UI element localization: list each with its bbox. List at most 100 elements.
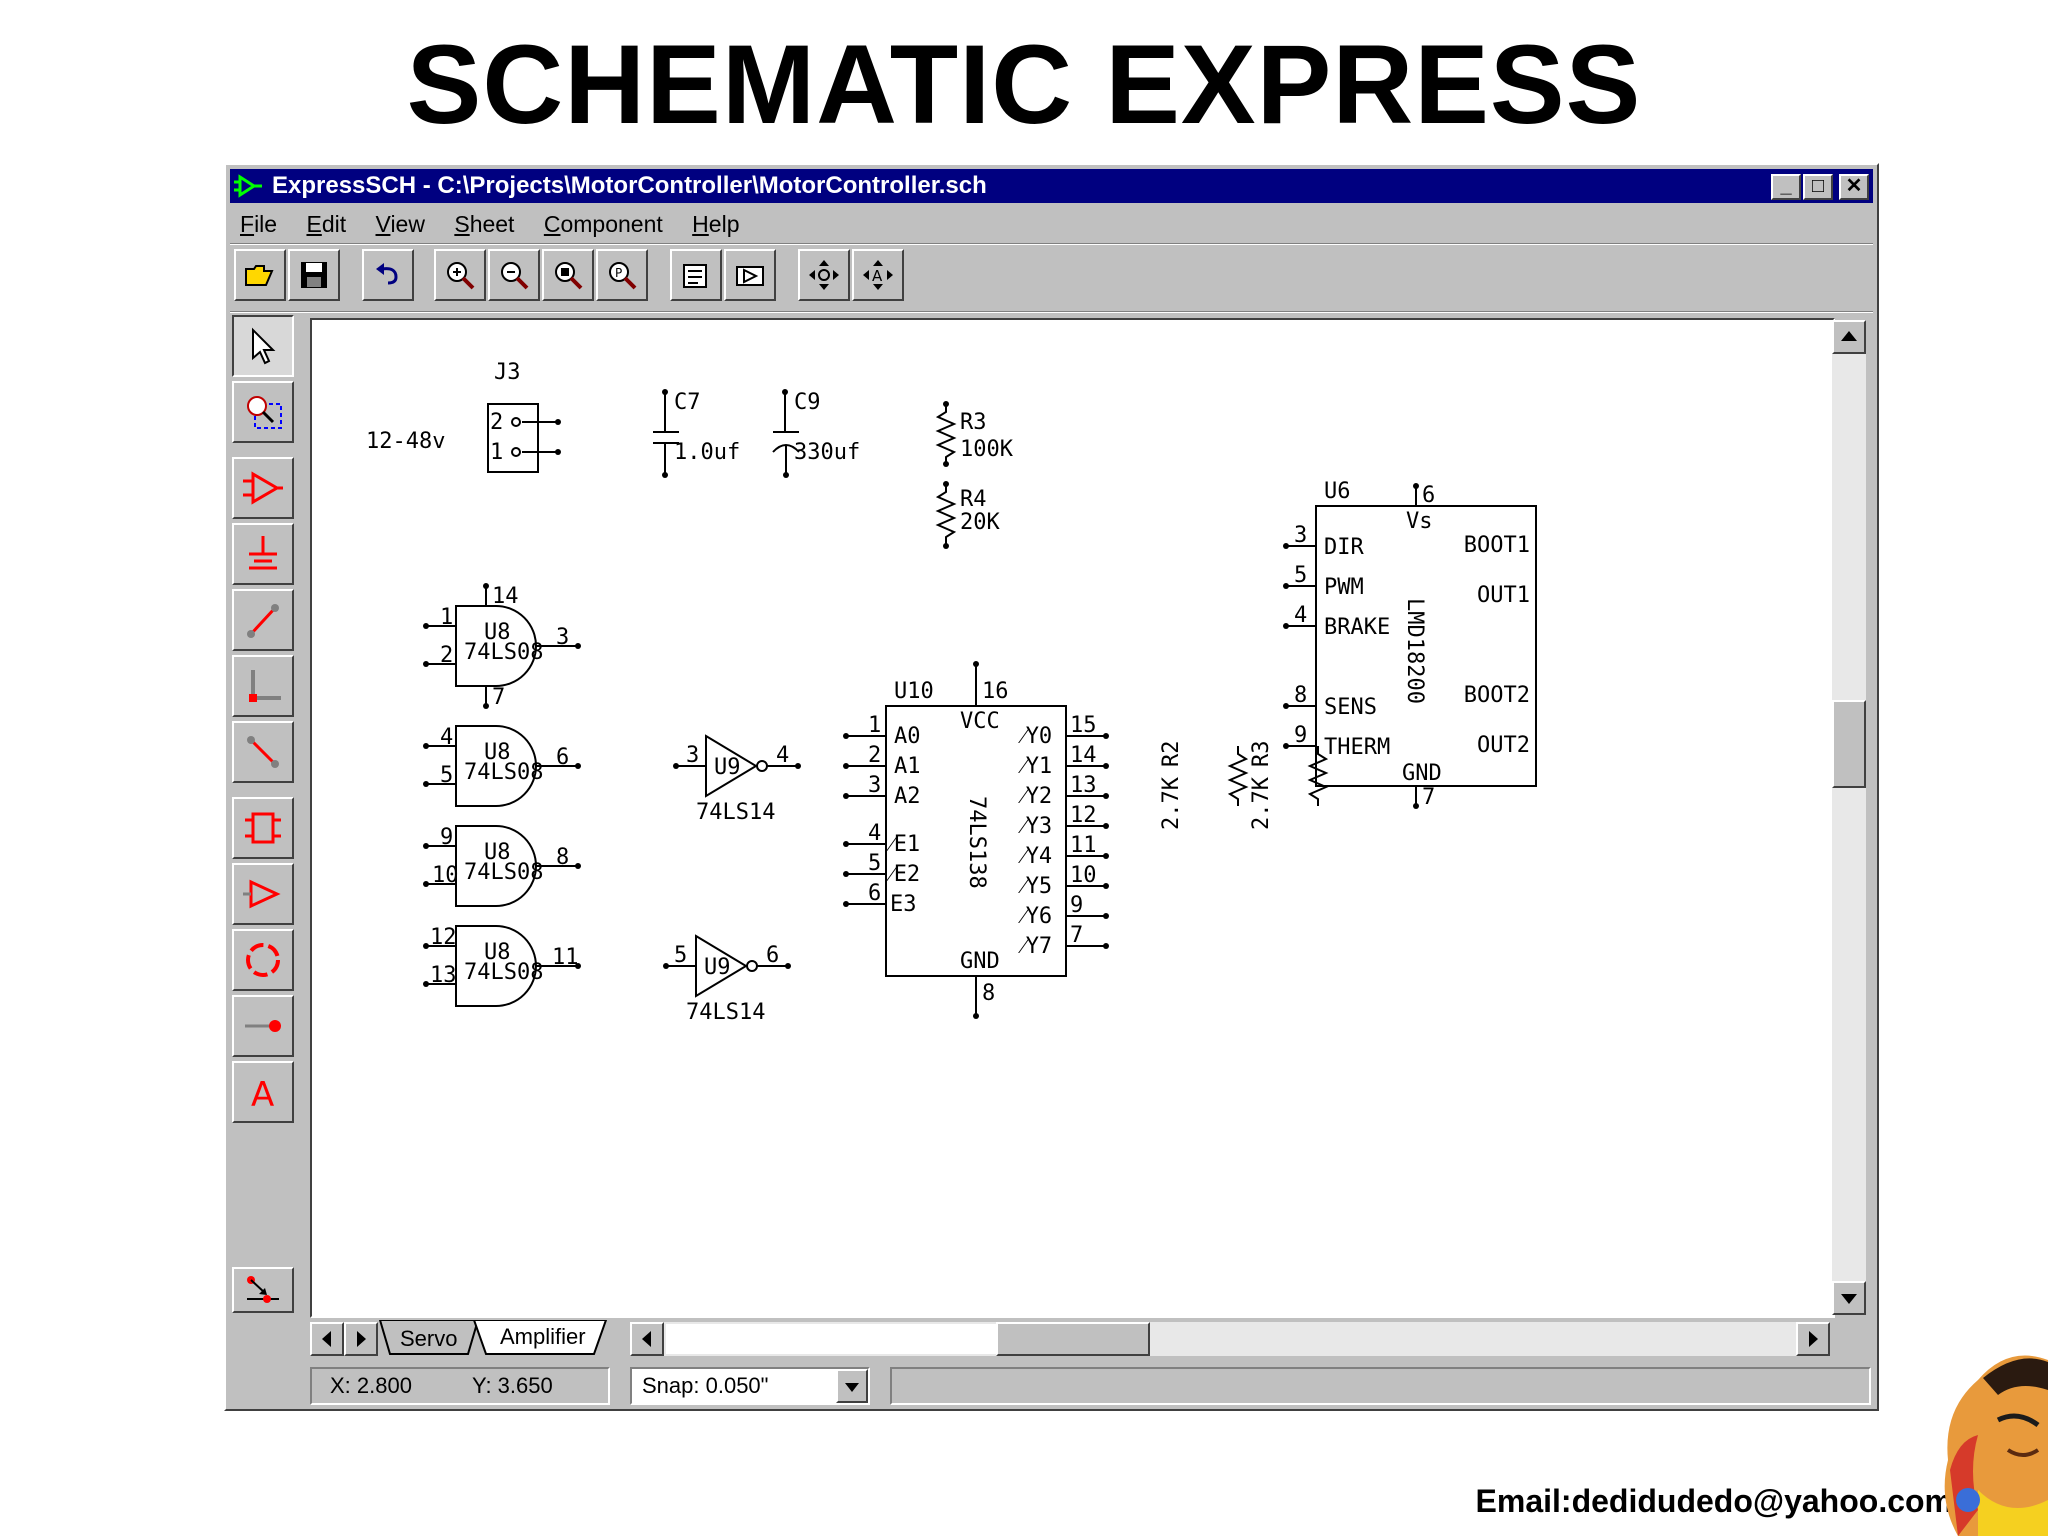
pan-icon	[809, 260, 839, 290]
u8c-ref: U8	[484, 840, 511, 865]
u8a-vcc: 14	[492, 584, 519, 609]
text-icon: A	[251, 1075, 274, 1112]
menu-bar: File Edit View Sheet Component Help	[236, 209, 759, 239]
u8a-in1: 1	[440, 605, 453, 630]
vertical-scrollbar[interactable]	[1832, 320, 1866, 1315]
snap-dropdown-button[interactable]	[836, 1369, 868, 1403]
u8b-part: 74LS08	[464, 760, 543, 785]
save-button[interactable]	[288, 249, 340, 301]
zoom-in-button[interactable]	[434, 249, 486, 301]
close-button[interactable]: ✕	[1839, 174, 1869, 200]
u10-input-name: A2	[894, 784, 921, 809]
minimize-icon: _	[1780, 175, 1792, 197]
u10-output-pin-dot	[1103, 853, 1109, 859]
undo-button[interactable]	[362, 249, 414, 301]
zoom-page-icon: P	[609, 262, 637, 290]
component-icon	[243, 471, 283, 505]
snap-select[interactable]: Snap: 0.050"	[630, 1367, 870, 1405]
scroll-up-button[interactable]	[1832, 320, 1866, 354]
u8b-ref: U8	[484, 740, 511, 765]
u8a-out: 3	[556, 625, 569, 650]
arrow-right-icon	[1809, 1331, 1818, 1347]
u10-input-pin-dot	[843, 763, 849, 769]
horizontal-scrollbar[interactable]	[630, 1322, 1830, 1356]
zoom-page-button[interactable]: P	[596, 249, 648, 301]
autopan-button[interactable]: A	[852, 249, 904, 301]
tab-next-button[interactable]	[344, 1322, 378, 1356]
u9b-ref: U9	[704, 955, 731, 980]
u10-output-name: ⁄Y1	[1018, 754, 1052, 779]
tab-servo[interactable]: Servo	[400, 1326, 458, 1351]
properties-button[interactable]	[670, 249, 722, 301]
u10-input-name: A1	[894, 754, 921, 779]
schematic-canvas[interactable]: J3 2 1 12-48v C7 1.0uf C9 330uf R3 100K …	[310, 318, 1835, 1318]
window-title: ExpressSCH - C:\Projects\MotorController…	[272, 172, 987, 199]
scroll-right-button[interactable]	[1796, 1322, 1830, 1356]
zoom-out-button[interactable]	[488, 249, 540, 301]
maximize-button[interactable]: □	[1803, 174, 1833, 200]
u9a-in: 3	[686, 743, 699, 768]
buffer-tool-button[interactable]	[232, 863, 294, 925]
scroll-down-button[interactable]	[1832, 1281, 1866, 1315]
bus-entry-tool-button[interactable]	[232, 721, 294, 783]
zoom-out-icon	[501, 262, 529, 290]
tab-amplifier[interactable]: Amplifier	[500, 1324, 586, 1349]
zoom-window-tool-button[interactable]	[232, 381, 294, 443]
u8d-ref: U8	[484, 940, 511, 965]
j3-voltage: 12-48v	[366, 429, 445, 454]
u6-pin-name: PWM	[1324, 575, 1364, 600]
minimize-button[interactable]: _	[1771, 174, 1801, 200]
pin-tool-button[interactable]	[232, 995, 294, 1057]
u10-input-pin-number: 6	[868, 881, 881, 906]
tab-prev-button[interactable]	[310, 1322, 344, 1356]
component-tool-button[interactable]	[232, 457, 294, 519]
menu-sheet[interactable]: Sheet	[454, 211, 515, 237]
menu-help[interactable]: Help	[692, 211, 740, 237]
u6-pin-name: DIR	[1324, 535, 1364, 560]
u6-pin-number: 8	[1294, 683, 1307, 708]
menu-component[interactable]: Component	[543, 211, 663, 237]
u10-output-pin-dot	[1103, 913, 1109, 919]
sheet-tabs-outline	[378, 1320, 608, 1355]
bus-tool-button[interactable]	[232, 655, 294, 717]
u10-output-pin-number: 9	[1070, 893, 1083, 918]
u6-pin-number: 3	[1294, 523, 1307, 548]
scroll-left-button[interactable]	[630, 1322, 664, 1356]
u10-gnd: GND	[960, 949, 1000, 974]
u10-output-name: ⁄Y0	[1018, 724, 1052, 749]
circle-tool-button[interactable]	[232, 929, 294, 991]
scroll-track[interactable]	[666, 1324, 996, 1354]
horizontal-scroll-thumb[interactable]	[996, 1322, 1150, 1356]
open-button[interactable]	[234, 249, 286, 301]
text-tool-button[interactable]: A	[232, 1061, 294, 1123]
circle-icon	[246, 943, 280, 977]
wire-tool-button[interactable]	[232, 589, 294, 651]
part-edit-button[interactable]	[724, 249, 776, 301]
contact-email: Email:dedidudedo@yahoo.com	[1475, 1483, 1953, 1519]
u8c-in1: 9	[440, 825, 453, 850]
svg-text:A: A	[251, 1075, 274, 1112]
u6-ref: U6	[1324, 479, 1351, 504]
part-edit-icon	[736, 266, 764, 286]
menu-file[interactable]: File	[240, 211, 278, 237]
j3-pin2: 2	[490, 410, 503, 435]
menu-view[interactable]: View	[375, 211, 425, 237]
ground-tool-button[interactable]	[232, 523, 294, 585]
app-window: ExpressSCH - C:\Projects\MotorController…	[224, 163, 1879, 1411]
ic-tool-button[interactable]	[232, 797, 294, 859]
menu-edit[interactable]: Edit	[306, 211, 347, 237]
snap-tool-button[interactable]	[232, 1267, 294, 1313]
u10-input-pin-number: 2	[868, 743, 881, 768]
u9b-part: 74LS14	[686, 1000, 765, 1025]
svg-text:P: P	[615, 266, 622, 280]
pan-button[interactable]	[798, 249, 850, 301]
vertical-scroll-thumb[interactable]	[1832, 700, 1866, 788]
u6-vs: Vs	[1406, 509, 1433, 534]
select-arrow-icon	[252, 327, 276, 365]
select-tool-button[interactable]	[232, 315, 294, 377]
zoom-fit-button[interactable]	[542, 249, 594, 301]
svg-text:A: A	[872, 267, 883, 285]
title-bar[interactable]: ExpressSCH - C:\Projects\MotorController…	[230, 169, 1873, 203]
u8a-gnd: 7	[492, 685, 505, 710]
u10-input-pin-dot	[843, 901, 849, 907]
